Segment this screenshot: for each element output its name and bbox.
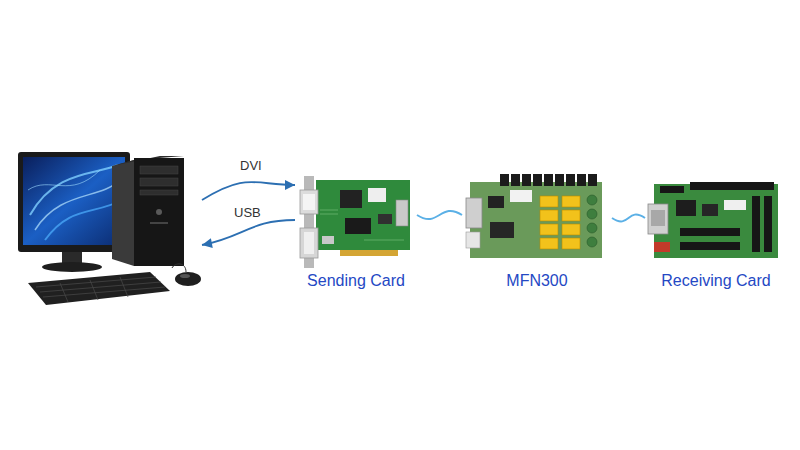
computer-picture: [18, 152, 201, 305]
card-caption: Receiving Card: [659, 272, 772, 290]
card-caption: Sending Card: [305, 272, 407, 290]
receiving-card-picture: [648, 182, 778, 258]
signal-arrow: [202, 220, 295, 248]
arrow-head: [202, 238, 213, 248]
arrow-head: [285, 180, 295, 190]
connector-line: [417, 211, 462, 219]
interface-label: USB: [232, 205, 263, 220]
sending-card: Sending Card: [295, 172, 417, 290]
connector-line: [612, 215, 645, 222]
interface-label: DVI: [238, 158, 264, 173]
controller-board: MFN300: [462, 172, 612, 290]
cable: [612, 215, 645, 222]
connector-line: [202, 220, 295, 245]
signal-arrow: [202, 180, 295, 200]
card-caption: MFN300: [504, 272, 569, 290]
receiving-card: Receiving Card: [645, 172, 787, 290]
sending-card-picture: [300, 176, 410, 268]
connector-line: [202, 182, 295, 200]
mfn300-picture: [466, 174, 602, 258]
computer: [12, 145, 202, 310]
cable: [417, 211, 462, 219]
